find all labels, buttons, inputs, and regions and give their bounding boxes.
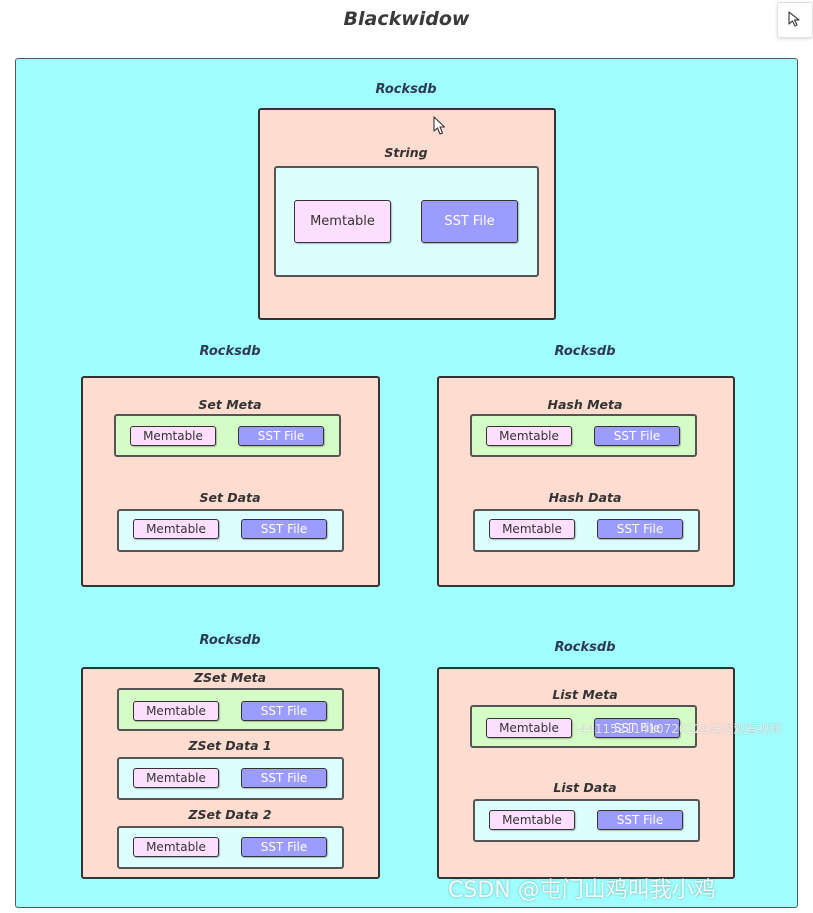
rocksdb-box-list: [437, 667, 735, 879]
rocksdb-label-hash: Rocksdb: [554, 344, 616, 359]
string-sst-file: SST File: [421, 200, 518, 243]
section-label-string: String: [384, 145, 428, 160]
zset-data-1-memtable: Memtable: [133, 768, 219, 788]
hash-data-memtable: Memtable: [489, 519, 575, 539]
section-label-zset-meta: ZSet Meta: [193, 670, 267, 685]
rocksdb-label-list: Rocksdb: [554, 640, 616, 655]
set-data-memtable: Memtable: [133, 519, 219, 539]
zset-data-1-sst-file: SST File: [241, 768, 327, 788]
rocksdb-label-zset: Rocksdb: [199, 633, 261, 648]
list-meta-memtable: Memtable: [486, 718, 572, 738]
zset-meta-memtable: Memtable: [133, 701, 219, 721]
mouse-cursor-icon: [433, 116, 446, 135]
rocksdb-label-string: Rocksdb: [375, 82, 437, 97]
list-data-sst-file: SST File: [597, 810, 683, 830]
section-label-list-meta: List Meta: [552, 687, 618, 702]
section-label-zset-data-2: ZSet Data 2: [188, 807, 272, 822]
watermark: CSDN @屯门山鸡叫我小鸡: [448, 878, 716, 903]
set-data-sst-file: SST File: [241, 519, 327, 539]
section-label-set-meta: Set Meta: [198, 397, 262, 412]
section-label-set-data: Set Data: [199, 490, 261, 505]
list-meta-sst-file: SST File: [594, 718, 680, 738]
hash-meta-memtable: Memtable: [486, 426, 572, 446]
zset-data-2-memtable: Memtable: [133, 837, 219, 857]
string-memtable: Memtable: [294, 200, 391, 243]
set-meta-sst-file: SST File: [238, 426, 324, 446]
section-label-hash-data: Hash Data: [548, 490, 622, 505]
hash-data-sst-file: SST File: [597, 519, 683, 539]
set-meta-memtable: Memtable: [130, 426, 216, 446]
zset-data-2-sst-file: SST File: [241, 837, 327, 857]
viewer-overlay-text: 144115211410720229正在观看视频: [572, 722, 782, 736]
diagram-title: Blackwidow: [343, 8, 470, 30]
pointer-tool-button[interactable]: [777, 2, 813, 38]
section-label-hash-meta: Hash Meta: [547, 397, 623, 412]
list-data-memtable: Memtable: [489, 810, 575, 830]
cursor-pointer-icon: [788, 11, 800, 27]
hash-meta-sst-file: SST File: [594, 426, 680, 446]
section-label-list-data: List Data: [553, 780, 617, 795]
rocksdb-label-set: Rocksdb: [199, 344, 261, 359]
zset-meta-sst-file: SST File: [241, 701, 327, 721]
section-label-zset-data-1: ZSet Data 1: [188, 738, 272, 753]
